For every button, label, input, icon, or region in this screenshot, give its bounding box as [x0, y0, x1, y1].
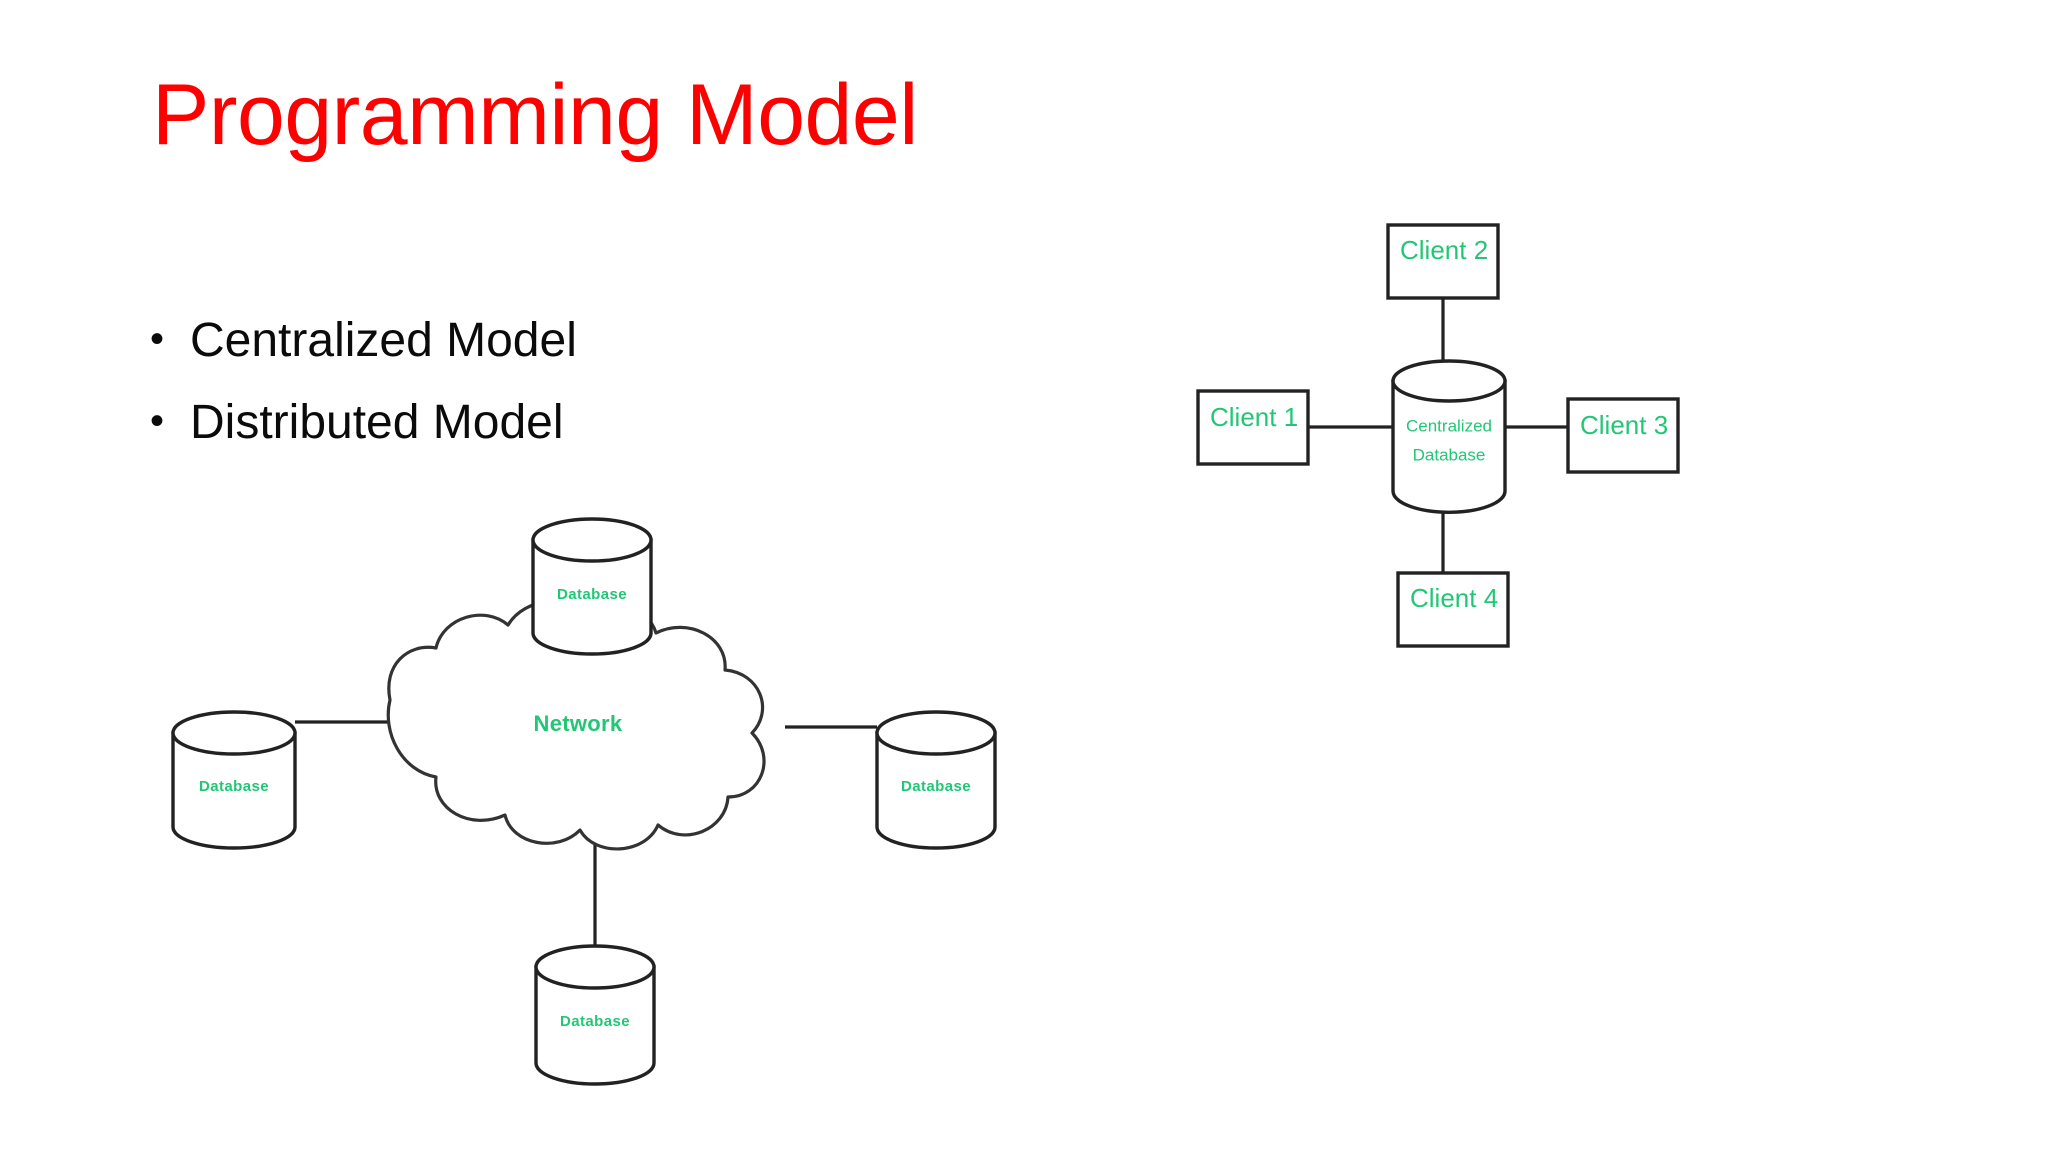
network-label: Network — [534, 711, 623, 736]
list-item: • Centralized Model — [150, 308, 850, 374]
network-cloud-node: Network — [386, 600, 766, 851]
client-4-node[interactable]: Client 4 — [1396, 571, 1510, 648]
bullet-label: Centralized Model — [190, 314, 577, 367]
distributed-model-diagram: Network Database Database Database Datab… — [140, 505, 1040, 1125]
client-2-node[interactable]: Client 2 — [1386, 223, 1500, 300]
client-3-node[interactable]: Client 3 — [1566, 397, 1680, 474]
database-right-node: Database — [875, 710, 997, 850]
client-1-label: Client 1 — [1210, 402, 1298, 432]
centralized-database-node: Centralized Database — [1391, 359, 1507, 514]
client-4-label: Client 4 — [1410, 583, 1498, 613]
database-bottom-label: Database — [560, 1013, 630, 1030]
bullet-list: • Centralized Model • Distributed Model — [150, 308, 850, 472]
client-1-node[interactable]: Client 1 — [1196, 389, 1310, 466]
database-top-node: Database — [531, 517, 653, 656]
centralized-database-label-line1: Centralized — [1406, 416, 1492, 435]
database-left-node: Database — [171, 710, 297, 850]
bullet-label: Distributed Model — [190, 396, 564, 450]
database-left-label: Database — [199, 778, 269, 795]
database-right-label: Database — [901, 778, 971, 795]
list-item: • Distributed Model — [150, 390, 850, 456]
database-bottom-node: Database — [534, 944, 656, 1086]
client-3-label: Client 3 — [1580, 410, 1668, 440]
bullet-marker-icon: • — [150, 317, 165, 361]
bullet-marker-icon: • — [150, 399, 165, 444]
centralized-database-label-line2: Database — [1413, 445, 1486, 464]
page-title: Programming Model — [152, 67, 918, 163]
database-top-label: Database — [557, 586, 627, 603]
client-2-label: Client 2 — [1400, 235, 1488, 265]
centralized-model-diagram: Centralized Database Client 2 Client 1 C… — [1160, 195, 1760, 685]
